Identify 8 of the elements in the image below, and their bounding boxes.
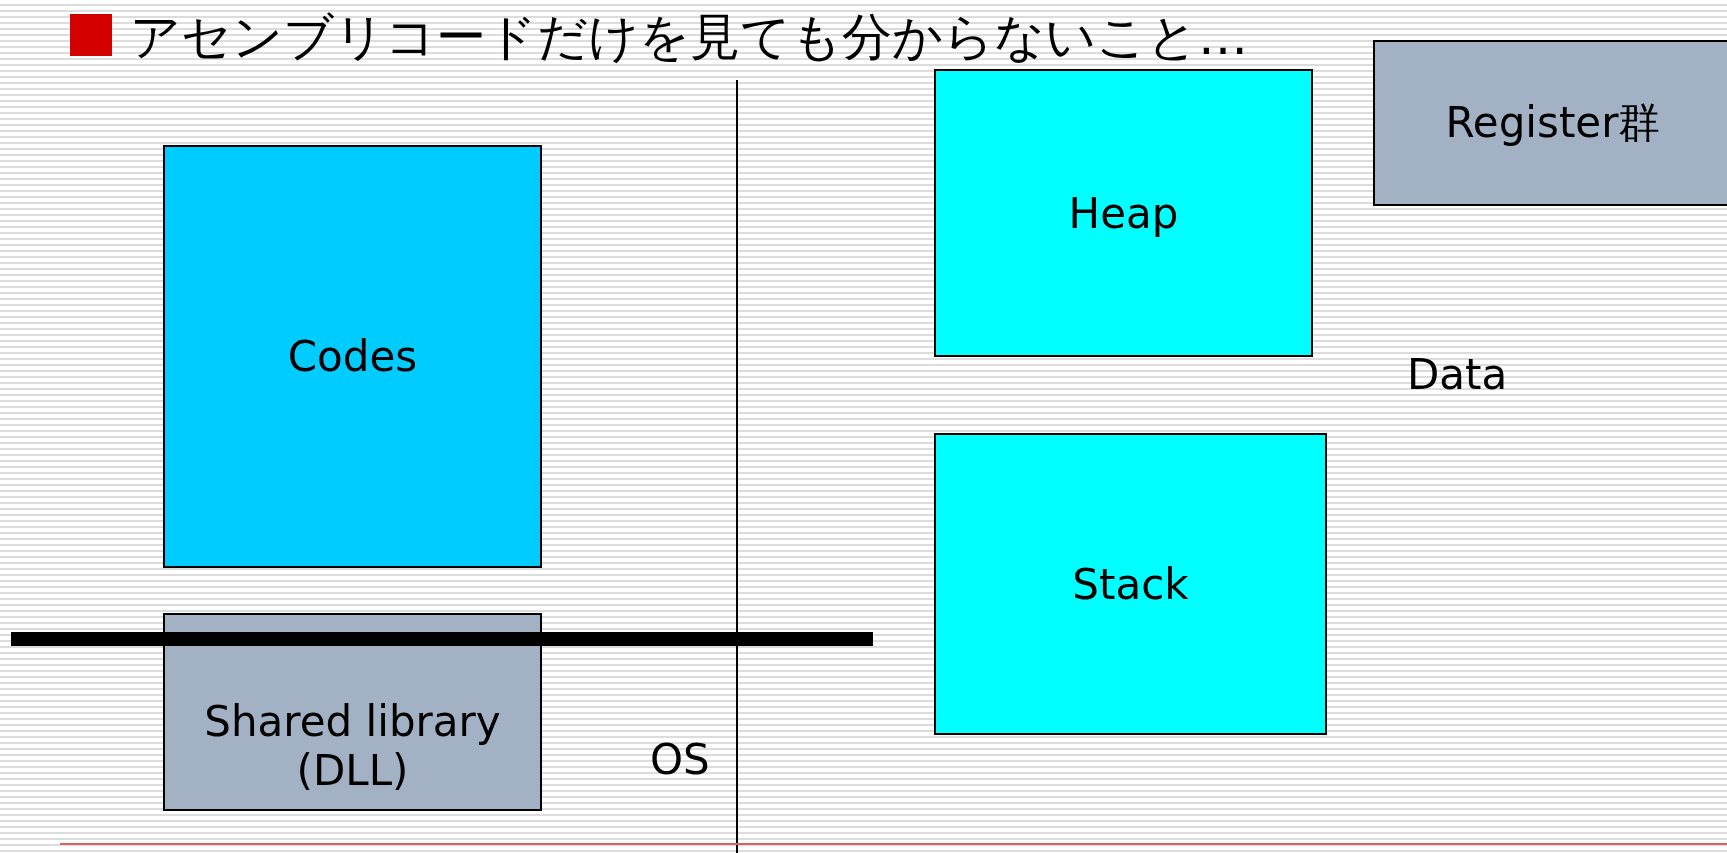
code-block: Codes	[163, 145, 542, 568]
heap-block: Heap	[934, 69, 1313, 357]
region-label: Data	[1407, 350, 1508, 399]
library-block: Shared library (DLL)	[163, 613, 542, 811]
slide-title: アセンブリコードだけを見ても分からないこと…	[130, 7, 1248, 68]
register-block: Register群	[1373, 40, 1727, 206]
region-label: OS	[650, 735, 710, 784]
stack-block: Stack	[934, 433, 1327, 735]
